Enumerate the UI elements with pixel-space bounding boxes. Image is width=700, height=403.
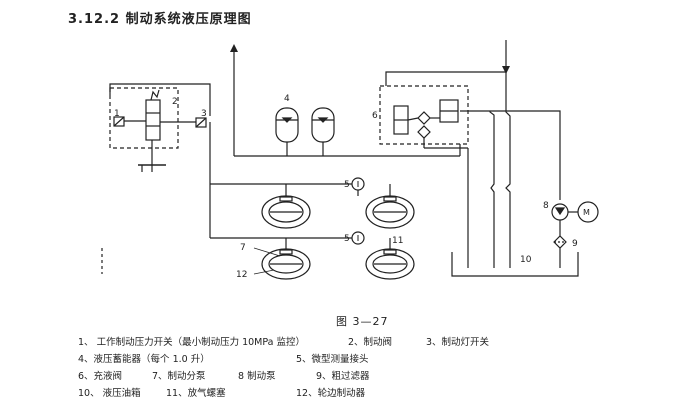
brake-valve bbox=[145, 99, 161, 141]
callout-3: 3 bbox=[201, 109, 207, 119]
accumulator-right bbox=[311, 107, 335, 156]
legend-item: 6、充液阀 bbox=[78, 371, 123, 382]
arrow-up-icon bbox=[230, 44, 238, 52]
callout-7: 7 bbox=[240, 243, 246, 253]
motor-label: M bbox=[583, 208, 590, 217]
wheel-brake-front-left bbox=[261, 195, 311, 229]
legend-item: 4、液压蓄能器（每个 1.0 升） bbox=[78, 354, 210, 365]
wheel-brake-rear-right bbox=[365, 248, 415, 280]
legend-item: 7、制动分泵 bbox=[152, 371, 206, 382]
section-heading: 3.12.2 制动系统液压原理图 bbox=[68, 12, 252, 27]
callout-6: 6 bbox=[372, 111, 378, 121]
callout-10: 10 bbox=[520, 255, 532, 265]
brake-valve-group bbox=[109, 87, 179, 149]
callout-2: 2 bbox=[172, 97, 178, 107]
legend-item: 11、放气螺塞 bbox=[166, 388, 226, 399]
legend-item: 12、轮边制动器 bbox=[296, 388, 366, 399]
accumulator-left bbox=[275, 107, 299, 156]
legend-item: 8 制动泵 bbox=[238, 371, 276, 382]
hydraulic-tank bbox=[451, 252, 579, 277]
legend-item: 10、 液压油箱 bbox=[78, 388, 141, 399]
callout-8: 8 bbox=[543, 201, 549, 211]
electric-motor bbox=[577, 201, 599, 223]
legend-item: 9、粗过滤器 bbox=[316, 371, 370, 382]
callout-9: 9 bbox=[572, 239, 578, 249]
callout-1: 1 bbox=[114, 109, 120, 119]
callout-12: 12 bbox=[236, 270, 247, 280]
arrow-down-icon bbox=[502, 66, 510, 74]
hydraulic-schematic: 1 2 3 4 5 5 6 7 8 9 10 11 12 M bbox=[101, 40, 599, 280]
callout-11: 11 bbox=[392, 236, 403, 246]
callout-4: 4 bbox=[284, 94, 290, 104]
callout-5-upper: 5 bbox=[344, 180, 350, 190]
legend-item: 5、微型测量接头 bbox=[296, 354, 369, 365]
wheel-brake-rear-left bbox=[261, 248, 311, 280]
legend-item: 1、 工作制动压力开关（最小制动压力 10MPa 监控） bbox=[78, 337, 306, 348]
legend-item: 3、制动灯开关 bbox=[426, 337, 490, 348]
legend-item: 2、制动阀 bbox=[348, 337, 393, 348]
callout-5-lower: 5 bbox=[344, 234, 350, 244]
figure-caption: 图 3—27 bbox=[336, 315, 389, 328]
wheel-brake-front-right bbox=[365, 195, 415, 229]
